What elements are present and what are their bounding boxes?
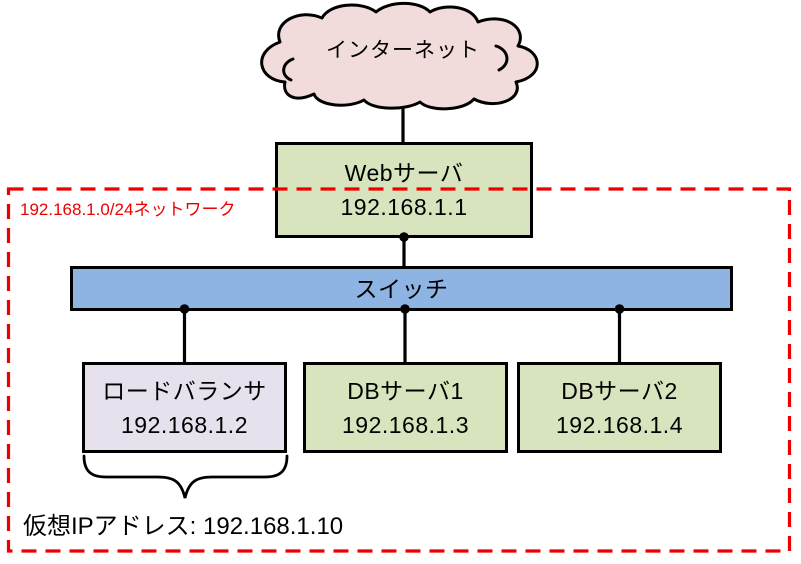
db-server-2-name: DBサーバ2 [561,377,678,404]
db-server-2-ip: 192.168.1.4 [555,411,683,438]
load-balancer-node: ロードバランサ 192.168.1.2 [82,362,287,453]
switch-label: スイッチ [354,275,449,302]
load-balancer-ip: 192.168.1.2 [120,411,248,438]
db-server-1-ip: 192.168.1.3 [341,411,469,438]
switch-node: スイッチ [70,266,733,311]
db-server-1-node: DBサーバ1 192.168.1.3 [303,362,508,453]
web-server-ip: 192.168.1.1 [340,194,468,220]
web-server-node: Webサーバ 192.168.1.1 [275,142,533,238]
web-server-name: Webサーバ [344,160,464,186]
internet-label: インターネット [326,39,480,62]
virtual-ip-label: 仮想IPアドレス: 192.168.1.10 [23,513,344,540]
virtual-ip-brace [82,454,289,499]
db-server-2-node: DBサーバ2 192.168.1.4 [517,362,722,453]
load-balancer-name: ロードバランサ [102,377,267,404]
network-boundary-label: 192.168.1.0/24ネットワーク [20,200,236,219]
db-server-1-name: DBサーバ1 [347,377,464,404]
